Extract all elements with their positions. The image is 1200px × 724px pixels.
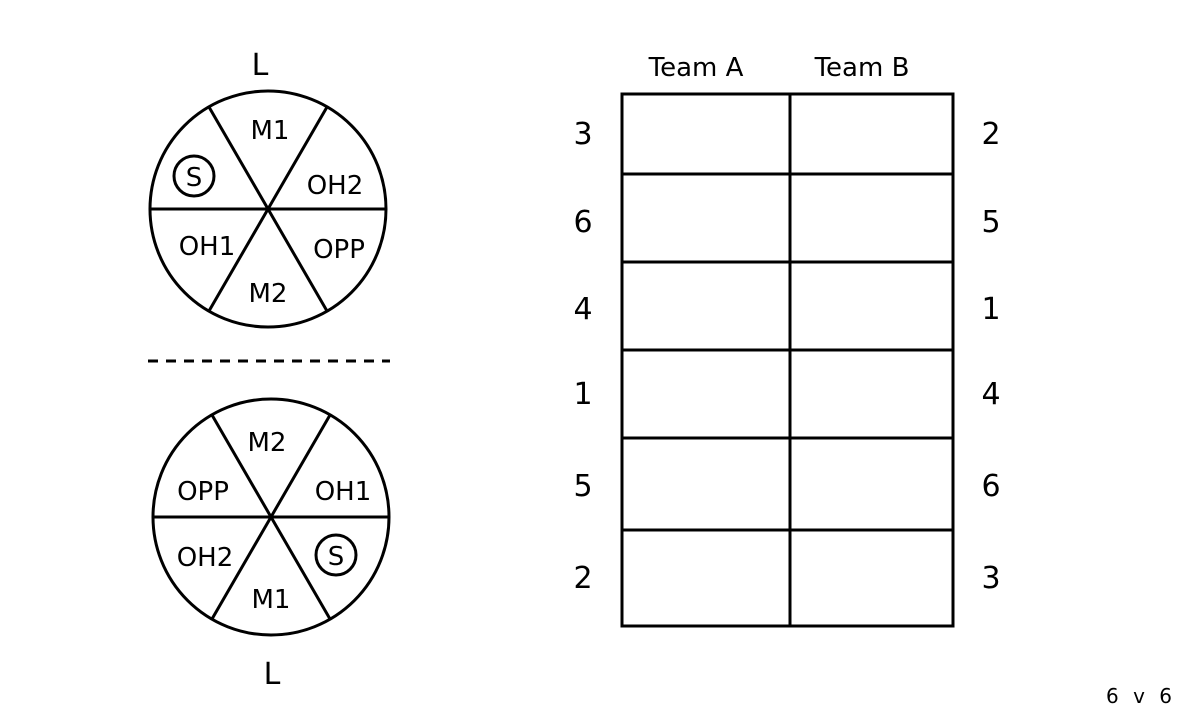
bottom-position-upper-right: OH1	[315, 477, 372, 507]
format-label: 6 v 6	[1106, 684, 1176, 708]
bottom-position-top: M2	[248, 428, 287, 458]
top-setter-marker: S	[172, 154, 216, 198]
bottom-libero-label: L	[264, 657, 281, 692]
bottom-position-bottom: M1	[252, 585, 291, 615]
top-libero-label: L	[252, 48, 269, 83]
top-setter-ring	[172, 154, 216, 198]
bottom-position-upper-left: OPP	[177, 477, 229, 507]
team-a-number-6: 2	[573, 561, 592, 596]
team-b-header: Team B	[814, 53, 910, 83]
score-table-outline	[620, 92, 955, 628]
team-b-number-2: 5	[981, 205, 1000, 240]
bottom-divider-diagonal-b	[210, 414, 332, 620]
top-position-lower-left: OH1	[179, 232, 236, 262]
team-b-number-3: 1	[981, 292, 1000, 327]
team-a-number-1: 3	[573, 117, 592, 152]
top-position-lower-right: OPP	[313, 235, 365, 265]
top-position-bottom: M2	[249, 279, 288, 309]
top-rotation-circle: M1 OH2 OPP M2 OH1 S	[148, 89, 388, 329]
team-b-number-1: 2	[981, 117, 1000, 152]
team-b-number-5: 6	[981, 469, 1000, 504]
top-position-upper-right: OH2	[307, 171, 364, 201]
bottom-rotation-circle: M2 OH1 S M1 OH2 OPP	[151, 397, 391, 637]
top-position-upper-left: S	[186, 163, 203, 193]
team-a-header: Team A	[648, 53, 744, 83]
team-b-number-4: 4	[981, 377, 1000, 412]
score-table-grid	[620, 92, 955, 628]
bottom-position-lower-right: S	[328, 542, 345, 572]
bottom-position-lower-left: OH2	[177, 543, 234, 573]
team-a-number-4: 1	[573, 377, 592, 412]
team-a-number-3: 4	[573, 292, 592, 327]
team-b-number-6: 3	[981, 561, 1000, 596]
bottom-setter-marker: S	[314, 533, 358, 577]
top-position-top: M1	[251, 116, 290, 146]
team-a-number-2: 6	[573, 205, 592, 240]
team-a-number-5: 5	[573, 469, 592, 504]
bottom-setter-ring	[314, 533, 358, 577]
top-divider-diagonal-b	[207, 106, 329, 312]
